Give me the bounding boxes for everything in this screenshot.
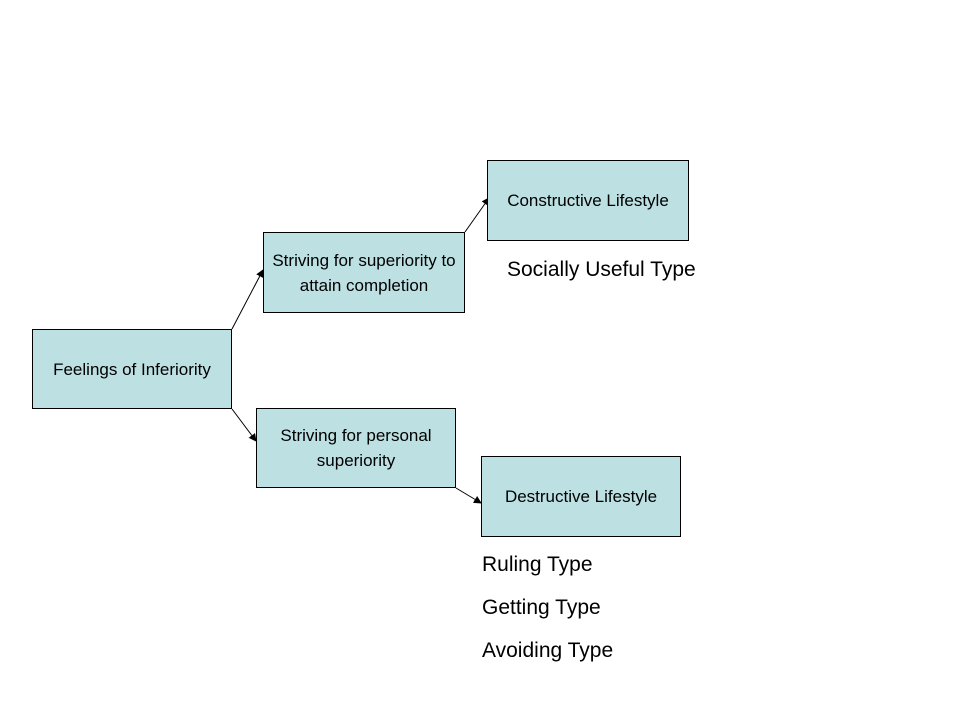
arrow-feelings-to-striving-lower: [231, 408, 257, 442]
box-feelings-of-inferiority-text: Feelings of Inferiority: [53, 359, 211, 379]
box-striving-superiority-completion: Striving for superiority to attain compl…: [263, 232, 465, 313]
label-socially-useful-type: Socially Useful Type: [507, 258, 696, 281]
box-striving-superiority-completion-text: Striving for superiority to attain compl…: [272, 250, 456, 295]
label-ruling-type: Ruling Type: [482, 553, 593, 576]
label-avoiding-type: Avoiding Type: [482, 639, 614, 662]
box-constructive-lifestyle: Constructive Lifestyle: [487, 160, 689, 241]
box-constructive-lifestyle-text: Constructive Lifestyle: [507, 191, 669, 210]
label-getting-type: Getting Type: [482, 596, 601, 619]
arrow-feelings-to-striving-upper: [231, 269, 264, 330]
box-feelings-of-inferiority: Feelings of Inferiority: [32, 329, 232, 409]
box-destructive-lifestyle: Destructive Lifestyle: [481, 456, 681, 537]
box-destructive-lifestyle-text: Destructive Lifestyle: [504, 487, 658, 506]
box-striving-personal-superiority: Striving for personal superiority: [256, 408, 456, 488]
arrow-striving-lower-to-destructive: [455, 487, 482, 504]
arrow-striving-upper-to-constructive: [464, 197, 490, 233]
box-striving-personal-superiority-text: Striving for personal superiority: [280, 426, 432, 470]
